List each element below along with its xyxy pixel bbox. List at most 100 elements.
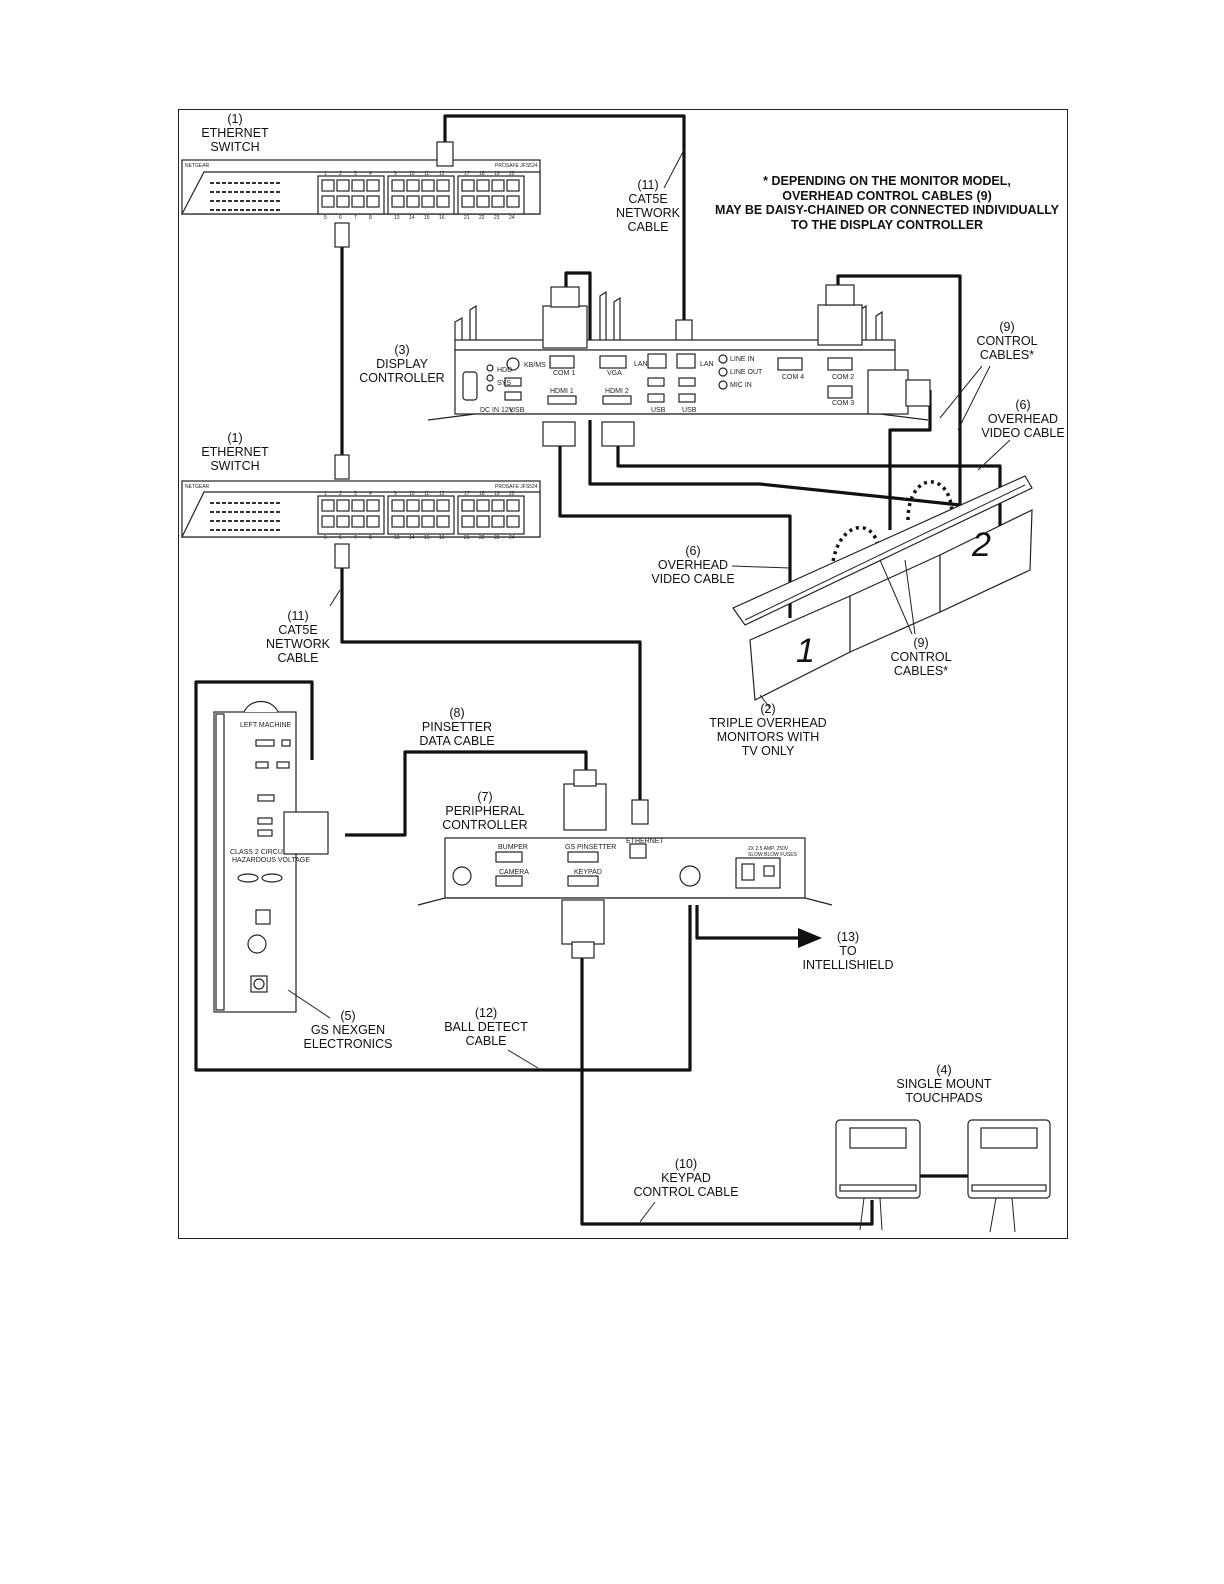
ethernet-port bbox=[351, 499, 365, 512]
status-led bbox=[270, 200, 274, 202]
status-led bbox=[222, 529, 226, 531]
port-number: 2 bbox=[339, 171, 342, 177]
ethernet-port bbox=[391, 195, 405, 208]
ethernet-port bbox=[476, 515, 490, 528]
ethernet-port bbox=[366, 179, 380, 192]
port-number: 13 bbox=[394, 215, 400, 221]
status-led bbox=[258, 511, 262, 513]
gs-nexgen-electronics: LEFT MACHINE CLASS 2 CIRCUITS HAZARDOUS … bbox=[213, 700, 310, 1013]
port-number: 8 bbox=[369, 535, 372, 541]
port-number: 3 bbox=[354, 491, 357, 497]
status-led bbox=[222, 502, 226, 504]
port-number: 12 bbox=[439, 171, 445, 177]
status-led bbox=[258, 520, 262, 522]
status-led bbox=[216, 209, 220, 211]
status-led bbox=[240, 191, 244, 193]
status-led bbox=[228, 529, 232, 531]
ethernet-port bbox=[436, 195, 450, 208]
status-led bbox=[276, 191, 280, 193]
switch-brand-bottom: NETGEAR bbox=[185, 484, 210, 490]
port-number: 10 bbox=[409, 171, 415, 177]
port-number: 2 bbox=[339, 491, 342, 497]
status-led bbox=[240, 209, 244, 211]
ethernet-port bbox=[406, 499, 420, 512]
status-led bbox=[234, 520, 238, 522]
port-number: 10 bbox=[409, 491, 415, 497]
port-number: 4 bbox=[369, 171, 372, 177]
status-led bbox=[228, 209, 232, 211]
port-number: 12 bbox=[439, 491, 445, 497]
status-led bbox=[222, 191, 226, 193]
ethernet-port bbox=[336, 499, 350, 512]
triple-overhead-monitors: 1 2 bbox=[732, 475, 1033, 701]
ethernet-port bbox=[491, 499, 505, 512]
status-led bbox=[264, 209, 268, 211]
port-number: 5 bbox=[324, 215, 327, 221]
port-number: 19 bbox=[494, 491, 500, 497]
port-number: 16 bbox=[439, 535, 445, 541]
ethernet-port bbox=[366, 499, 380, 512]
com2-control-cable bbox=[836, 274, 962, 520]
status-led bbox=[264, 191, 268, 193]
port-number: 11 bbox=[424, 171, 429, 177]
touchpad-right bbox=[967, 1119, 1051, 1233]
port-number: 14 bbox=[409, 215, 415, 221]
ethernet-port bbox=[366, 515, 380, 528]
status-led bbox=[234, 511, 238, 513]
status-led bbox=[210, 502, 214, 504]
status-led bbox=[258, 209, 262, 211]
port-number: 20 bbox=[509, 171, 515, 177]
pc-port-ethernet: ETHERNET bbox=[626, 838, 664, 845]
port-number: 9 bbox=[394, 491, 397, 497]
ethernet-port bbox=[436, 179, 450, 192]
port-hdmi2: HDMI 2 bbox=[605, 388, 629, 395]
daisy-chain-dotted bbox=[830, 480, 954, 576]
port-usb-3: USB bbox=[682, 407, 697, 414]
ethernet-port bbox=[351, 195, 365, 208]
port-mic-in: MIC IN bbox=[730, 382, 752, 389]
status-led bbox=[252, 209, 256, 211]
status-led bbox=[264, 529, 268, 531]
status-led bbox=[252, 502, 256, 504]
status-led bbox=[246, 191, 250, 193]
port-lan-2: LAN bbox=[700, 361, 714, 368]
status-led bbox=[246, 200, 250, 202]
port-com4: COM 4 bbox=[782, 374, 804, 381]
ethernet-port bbox=[476, 499, 490, 512]
status-led bbox=[216, 502, 220, 504]
ethernet-port bbox=[436, 499, 450, 512]
status-led bbox=[246, 182, 250, 184]
status-led bbox=[234, 182, 238, 184]
status-led bbox=[234, 502, 238, 504]
hdmi1-video-cable bbox=[558, 445, 792, 618]
switch-model-bottom: PROSAFE JFS524 bbox=[495, 484, 538, 490]
status-led bbox=[234, 209, 238, 211]
status-led bbox=[270, 502, 274, 504]
port-number: 16 bbox=[439, 215, 445, 221]
status-led bbox=[252, 200, 256, 202]
port-number: 7 bbox=[354, 535, 357, 541]
ethernet-port bbox=[321, 515, 335, 528]
port-dcin: DC IN 12V bbox=[480, 407, 514, 414]
status-led bbox=[210, 529, 214, 531]
port-kbms: KB/MS bbox=[524, 362, 546, 369]
monitor-number-1: 1 bbox=[796, 632, 815, 670]
ethernet-port bbox=[321, 499, 335, 512]
port-lan-1: LAN bbox=[634, 361, 648, 368]
led-sys: SYS bbox=[497, 380, 511, 387]
status-led bbox=[210, 520, 214, 522]
port-com2: COM 2 bbox=[832, 374, 854, 381]
note-line-3: MAY BE DAISY-CHAINED OR CONNECTED INDIVI… bbox=[715, 203, 1060, 217]
ethernet-port bbox=[476, 195, 490, 208]
status-led bbox=[270, 529, 274, 531]
ethernet-port bbox=[436, 515, 450, 528]
status-led bbox=[240, 511, 244, 513]
hdmi-plug-icon bbox=[542, 421, 635, 447]
ethernet-port bbox=[321, 195, 335, 208]
ethernet-port bbox=[461, 179, 475, 192]
status-led bbox=[246, 209, 250, 211]
pc-port-pinsetter: GS PINSETTER bbox=[565, 844, 616, 851]
